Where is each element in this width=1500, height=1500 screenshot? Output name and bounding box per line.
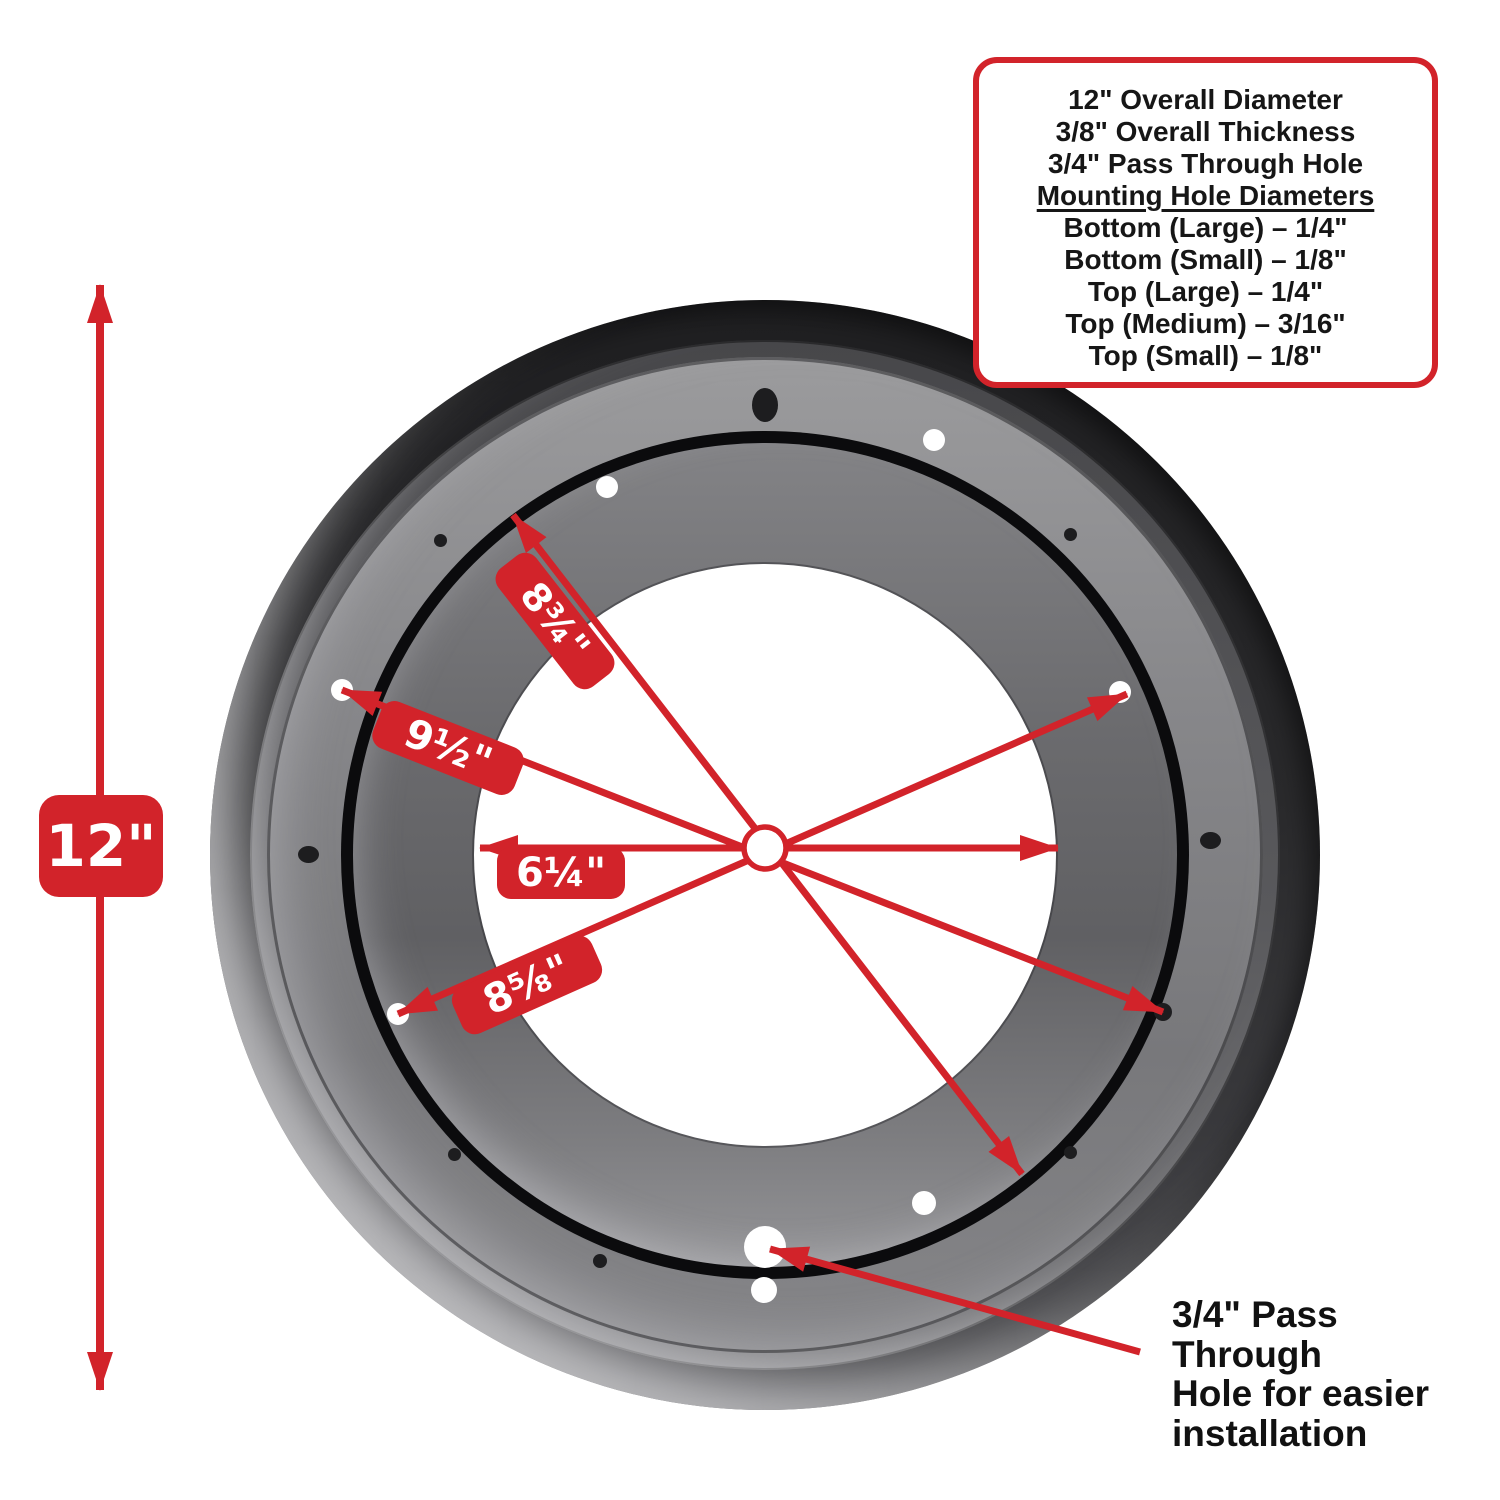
pass-through-hole	[744, 1226, 786, 1268]
mounting-hole	[298, 846, 319, 863]
mounting-hole	[387, 1003, 409, 1025]
spec-line-mounting-hole-diameters: Mounting Hole Diameters	[1036, 180, 1375, 211]
spec-line: Bottom (Large) – 1/4"	[1063, 212, 1348, 243]
dimension-label-inner-opening: 6¼"	[497, 847, 625, 899]
spec-line: 12" Overall Diameter	[1068, 84, 1343, 115]
mounting-hole	[596, 476, 618, 498]
callout-line: Hole for easier	[1172, 1373, 1430, 1414]
mounting-hole	[1064, 1146, 1077, 1159]
mounting-hole	[1154, 1003, 1172, 1021]
spec-line: 3/8" Overall Thickness	[1055, 116, 1356, 147]
spec-line: 3/4" Pass Through Hole	[1047, 148, 1364, 179]
spec-line: Top (Small) – 1/8"	[1088, 340, 1323, 371]
pass-through-callout: 3/4" Pass Through Hole for easier instal…	[1172, 1295, 1472, 1453]
spec-line: Top (Medium) – 3/16"	[1065, 308, 1346, 339]
mounting-hole	[331, 679, 353, 701]
mounting-hole	[593, 1254, 607, 1268]
spec-line: Top (Large) – 1/4"	[1087, 276, 1324, 307]
mounting-hole	[1200, 832, 1221, 849]
mounting-hole	[752, 388, 778, 422]
callout-line: 3/4" Pass Through	[1172, 1294, 1338, 1375]
mounting-hole	[912, 1191, 936, 1215]
mounting-hole	[751, 1277, 777, 1303]
mounting-hole	[923, 429, 945, 451]
mounting-hole	[448, 1148, 461, 1161]
spec-box: 12" Overall Diameter 3/8" Overall Thickn…	[973, 57, 1438, 388]
mounting-hole	[1109, 681, 1131, 703]
mounting-hole	[1064, 528, 1077, 541]
spec-line: Bottom (Small) – 1/8"	[1064, 244, 1347, 275]
dimension-label-overall-diameter: 12"	[39, 795, 163, 897]
lazy-susan-bearing	[210, 300, 1320, 1410]
callout-line: installation	[1172, 1412, 1368, 1454]
mounting-hole	[434, 534, 447, 547]
